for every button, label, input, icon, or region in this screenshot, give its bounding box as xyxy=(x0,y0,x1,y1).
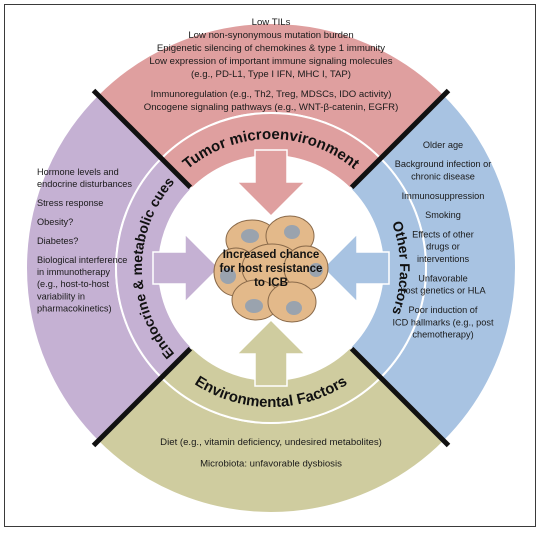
arrow-from-endocrine xyxy=(152,232,221,304)
factor-text: Diabetes? xyxy=(37,236,78,246)
factor-text: Immunosuppression xyxy=(402,191,485,201)
factor-text: chemotherapy) xyxy=(412,330,473,340)
divider-line xyxy=(349,346,451,448)
factor-text: interventions xyxy=(417,254,469,264)
factor-text: pharmacokinetics) xyxy=(37,304,112,314)
factor-text: in immunotherapy xyxy=(37,267,110,277)
factor-text: Microbiota: unfavorable dysbiosis xyxy=(200,459,342,470)
factor-text: Oncogene signaling pathways (e.g., WNT-β… xyxy=(144,102,399,113)
factor-text: Stress response xyxy=(37,198,103,208)
factor-text: Diet (e.g., vitamin deficiency, undesire… xyxy=(160,437,382,448)
factor-text: variability in xyxy=(37,291,85,301)
figure-frame xyxy=(4,4,536,527)
factor-text: Biological interference xyxy=(37,255,127,265)
environmental-factor-list: Diet (e.g., vitamin deficiency, undesire… xyxy=(160,437,382,470)
factor-text: Background infection or xyxy=(395,159,492,169)
divider-line xyxy=(91,88,193,190)
factor-text: Older age xyxy=(423,140,463,150)
endocrine-factor-list: Hormone levels and endocrine disturbances… xyxy=(37,167,132,314)
factor-text: endocrine disturbances xyxy=(37,179,132,189)
other-ring-label: Other Factors xyxy=(389,219,413,317)
factor-text: (e.g., PD-L1, Type I IFN, MHC I, TAP) xyxy=(191,69,351,80)
factor-text: chronic disease xyxy=(411,172,475,182)
arrow-from-tumor xyxy=(235,149,307,218)
quadrant-dividers xyxy=(91,88,451,448)
factor-text: Smoking xyxy=(425,210,461,220)
factor-text: Unfavorable xyxy=(418,273,468,283)
factor-text: drugs or xyxy=(426,242,460,252)
arrow-from-environmental xyxy=(235,318,307,387)
center-text-line: to ICB xyxy=(254,277,288,289)
cell-nucleus xyxy=(220,268,236,284)
factor-text: host genetics or HLA xyxy=(400,286,486,296)
cell-nucleus xyxy=(284,225,300,239)
cell-nucleus xyxy=(245,299,263,313)
center-text-line: Increased chance xyxy=(223,249,320,261)
cell-nucleus xyxy=(286,301,302,315)
factor-text: Low TILs xyxy=(252,17,291,28)
divider-line xyxy=(349,88,451,190)
factor-text: Low non-synonymous mutation burden xyxy=(188,30,353,41)
cell-nucleus xyxy=(241,229,259,243)
cell-nucleus xyxy=(309,263,323,277)
center-text-line: for host resistance xyxy=(220,263,323,275)
factor-text: Low expression of important immune signa… xyxy=(149,56,392,67)
factor-text: Effects of other xyxy=(412,229,474,239)
factor-text: Epigenetic silencing of chemokines & typ… xyxy=(157,43,385,54)
arrow-from-other xyxy=(321,232,390,304)
factor-text: Poor induction of xyxy=(409,305,478,315)
factor-text: (e.g., host-to-host xyxy=(37,279,109,289)
factor-text: Obesity? xyxy=(37,217,73,227)
factor-text: Immunoregulation (e.g., Th2, Treg, MDSCs… xyxy=(151,89,392,100)
center-label: Increased chance for host resistance to IC… xyxy=(220,249,323,289)
factor-text: Hormone levels and xyxy=(37,167,119,177)
tumor-cell-cluster xyxy=(213,215,329,323)
factor-text: ICD hallmarks (e.g., post xyxy=(392,317,494,327)
divider-line xyxy=(91,346,193,448)
